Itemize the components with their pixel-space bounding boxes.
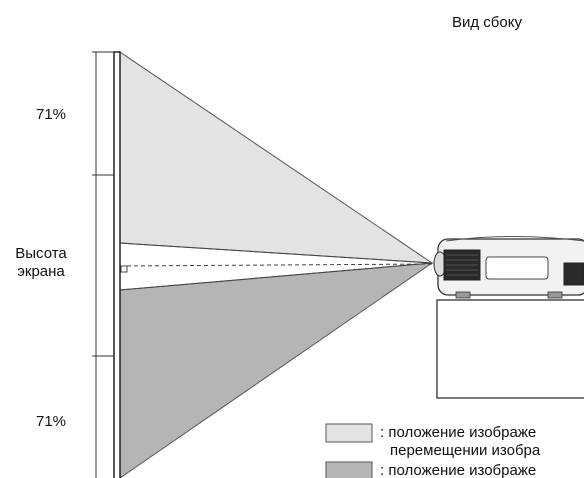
legend-swatch-light (325, 423, 373, 443)
optical-axis-line (119, 263, 433, 267)
upper-shift-beam (119, 51, 434, 264)
dimension-line (92, 51, 114, 478)
screen-height-label-line1: Высота (15, 245, 67, 262)
beam-lower-edge (119, 262, 433, 291)
right-angle-marker (120, 265, 128, 273)
legend-item-1-text-line1: : положение изображе (380, 424, 537, 441)
shift-down-percent: 71% (36, 413, 67, 430)
lower-shift-beam (119, 262, 434, 478)
screen (113, 51, 121, 478)
legend-item-2-text-line1: : положение изображе (380, 462, 537, 478)
shift-up-percent: 71% (36, 106, 67, 123)
projector-side-vent (563, 262, 584, 286)
screen-height-label-line2: экрана (17, 263, 65, 280)
screen-height-label: Высота экрана (10, 245, 72, 281)
side-view-title: Вид сбоку (452, 14, 522, 31)
projector (433, 236, 584, 299)
beam-upper-edge (119, 242, 433, 264)
legend-swatch-dark (325, 461, 373, 478)
projector-stand (436, 299, 584, 399)
legend-item-1-text-line2: перемещении изобра (390, 442, 541, 459)
